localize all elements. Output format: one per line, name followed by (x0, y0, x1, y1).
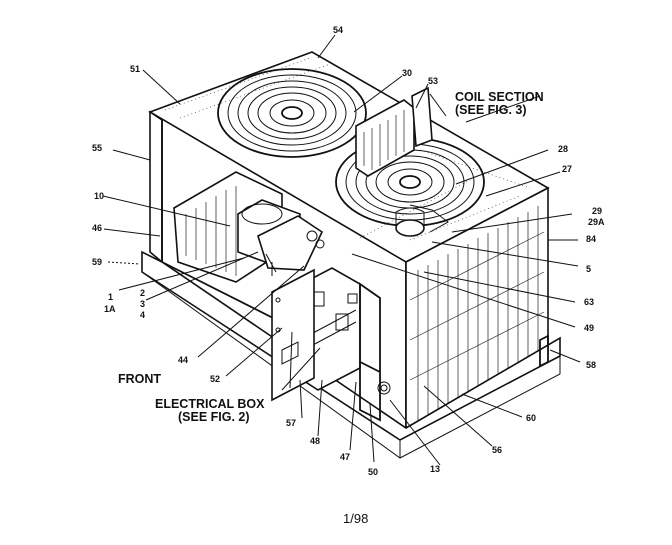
callout-53: 53 (428, 76, 438, 86)
corner-post-bolt-inner (380, 384, 388, 392)
callout-1A: 1A (104, 304, 116, 314)
callout-52: 52 (210, 374, 220, 384)
callout-59: 59 (92, 257, 102, 267)
corner-post-bolt (377, 381, 391, 395)
callout-29A: 29A (588, 217, 605, 227)
page-reference: 1/98 (343, 511, 368, 526)
callout-5: 5 (586, 264, 591, 274)
electrical-box-label: ELECTRICAL BOX (155, 397, 265, 411)
callout-50: 50 (368, 467, 378, 477)
callout-4: 4 (140, 310, 145, 320)
callout-13: 13 (430, 464, 440, 474)
front-label: FRONT (118, 372, 161, 386)
callout-46: 46 (92, 223, 102, 233)
base-pan-lip (141, 271, 561, 459)
condenser-fan-grille-rear (217, 68, 367, 158)
callout-29: 29 (592, 206, 602, 216)
callout-10: 10 (94, 191, 104, 201)
callout-55: 55 (92, 143, 102, 153)
compressor (237, 199, 325, 276)
callout-28: 28 (558, 144, 568, 154)
callout-58: 58 (586, 360, 596, 370)
callout-56: 56 (492, 445, 502, 455)
coil-fins (409, 206, 545, 420)
callout-47: 47 (340, 452, 350, 462)
callout-57: 57 (286, 418, 296, 428)
coil-section-label: COIL SECTION (455, 90, 544, 104)
callout-3: 3 (140, 299, 145, 309)
callout-2: 2 (140, 288, 145, 298)
coil-section-ref: (SEE FIG. 3) (455, 103, 527, 117)
callout-48: 48 (310, 436, 320, 446)
callout-63: 63 (584, 297, 594, 307)
access-door (271, 268, 315, 402)
callout-27: 27 (562, 164, 572, 174)
fan-motor (395, 204, 449, 237)
left-side-panel (149, 110, 163, 264)
blower-housing (355, 86, 433, 177)
callout-84: 84 (586, 234, 596, 244)
base-pan (141, 250, 561, 441)
callout-51: 51 (130, 64, 140, 74)
callout-1: 1 (108, 292, 113, 302)
right-frame-post (539, 334, 549, 368)
callout-54: 54 (333, 25, 343, 35)
leader-lines (102, 34, 581, 466)
callout-44: 44 (178, 355, 188, 365)
callout-60: 60 (526, 413, 536, 423)
electrical-box-ref: (SEE FIG. 2) (178, 410, 250, 424)
callout-49: 49 (584, 323, 594, 333)
corner-post (359, 282, 381, 422)
callout-30: 30 (402, 68, 412, 78)
